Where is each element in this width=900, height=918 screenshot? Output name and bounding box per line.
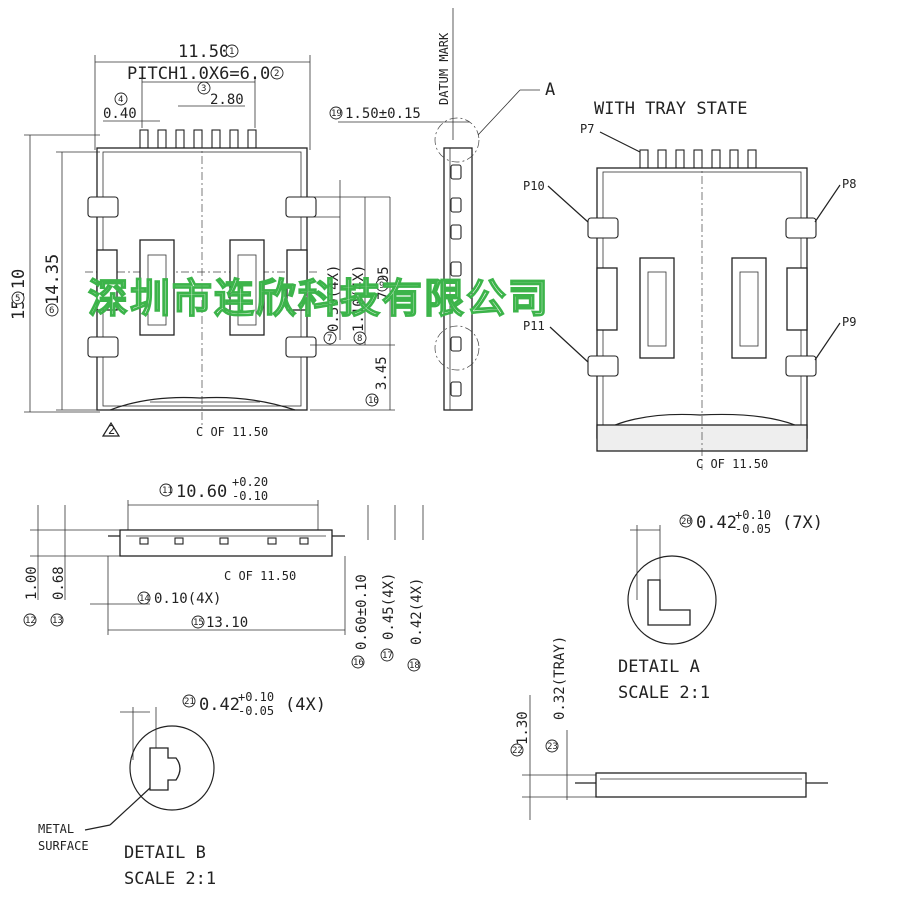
bubble-1: 1 [229,47,234,57]
bubble-19: 19 [331,109,342,119]
side-view: DATUM MARK 19 1.50±0.15 A [329,8,555,411]
detail-a-scale: SCALE 2:1 [618,683,710,703]
bubble-9: 9 [379,281,384,291]
dim-pitch: PITCH1.0X6=6.00 [127,64,281,84]
dim-11-tol-upper: +0.20 [232,475,268,489]
tray-side-body [595,772,807,798]
detail-b-dim: 0.42 [199,695,240,715]
detail-a: 20 0.42 +0.10 -0.05 (7X) DETAIL A SCALE … [618,508,823,703]
bubble-18: 18 [409,661,420,671]
tray-centerline: C OF 11.50 [696,457,768,471]
front-centerline: C OF 11.50 [224,569,296,583]
detail-b: 21 0.42 +0.10 -0.05 (4X) METAL SURFACE D… [38,690,326,889]
pin-p8: P8 [842,177,856,191]
bubble-10: 10 [368,396,379,406]
dim-17: 0.45(4X) [381,573,397,640]
front-view: 11 10.60 +0.20 -0.10 C OF 11.50 1.00 12 … [23,475,425,672]
bubble-4: 4 [118,95,123,105]
pin-p11: P11 [523,319,545,333]
dim-10: 3.45 [374,356,390,390]
detail-a-tol-upper: +0.10 [735,508,771,522]
dim-16: 0.60±0.10 [354,574,370,650]
bubble-3: 3 [201,84,206,94]
bubble-5: 5 [15,294,20,304]
bubble-20: 20 [681,517,692,527]
tray-title: WITH TRAY STATE [594,99,748,119]
pin-p10: P10 [523,179,545,193]
detail-b-tol-upper: +0.10 [238,690,274,704]
bubble-12: 12 [25,616,36,626]
pin-p7: P7 [580,122,594,136]
dim-12: 1.00 [24,566,40,600]
detail-b-scale: SCALE 2:1 [124,869,216,889]
detail-a-ref: A [545,80,555,100]
bubble-17: 17 [382,651,393,661]
pin-p9: P9 [842,315,856,329]
top-pins [139,129,257,149]
detail-b-note-2: SURFACE [38,839,89,853]
tray-dim-23: 0.32(TRAY) [552,636,568,720]
bubble-2: 2 [274,69,279,79]
bubble-14: 14 [139,594,150,604]
bubble-22: 22 [512,746,523,756]
front-body [119,529,333,557]
bubble-8: 8 [357,334,362,344]
detail-a-title: DETAIL A [618,657,700,677]
dim-pin-span: 2.80 [210,92,244,108]
dim-13: 0.68 [51,566,67,600]
bubble-13: 13 [52,616,63,626]
dim-18: 0.42(4X) [409,578,425,645]
detail-b-tol-lower: -0.05 [238,704,274,718]
dim-height-inner: 14.35 [43,254,63,305]
detail-b-note-1: METAL [38,822,74,836]
bubble-21: 21 [184,697,195,707]
centerline-label: C OF 11.50 [196,425,268,439]
dim-8: 1.10(4X) [351,265,367,332]
dim-7: 0.50(4X) [326,265,342,332]
detail-a-tol-lower: -0.05 [735,522,771,536]
datum-flag: 2 [108,423,115,437]
dim-11: 10.60 [176,482,227,502]
tray-view: WITH TRAY STATE P7 P8 P9 P10 [523,99,856,471]
bubble-23: 23 [547,742,558,752]
dim-19: 1.50±0.15 [345,106,421,122]
bubble-6: 6 [49,306,54,316]
side-body [443,147,473,411]
dim-overall-width: 11.50 [178,42,229,62]
top-view: 11.50 1 PITCH1.0X6=6.00 2 3 2.80 4 0.40 [9,42,395,439]
tray-pins [639,149,757,169]
bubble-7: 7 [327,334,332,344]
bubble-16: 16 [353,658,364,668]
detail-a-count: (7X) [782,513,823,533]
bubble-11: 11 [162,486,173,496]
detail-b-count: (4X) [285,695,326,715]
tray-side-view: 1.30 22 0.32(TRAY) 23 [510,636,828,820]
detail-a-dim: 0.42 [696,513,737,533]
dim-14: 0.10(4X) [154,591,221,607]
datum-mark: DATUM MARK [437,32,451,105]
dim-pin-width: 0.40 [103,106,137,122]
dim-11-tol-lower: -0.10 [232,489,268,503]
dim-15: 13.10 [206,615,248,631]
tray-dim-22: 1.30 [515,711,531,745]
bubble-15: 15 [193,618,204,628]
detail-b-title: DETAIL B [124,843,206,863]
watermark: 深圳市连欣科技有限公司 [88,276,550,322]
